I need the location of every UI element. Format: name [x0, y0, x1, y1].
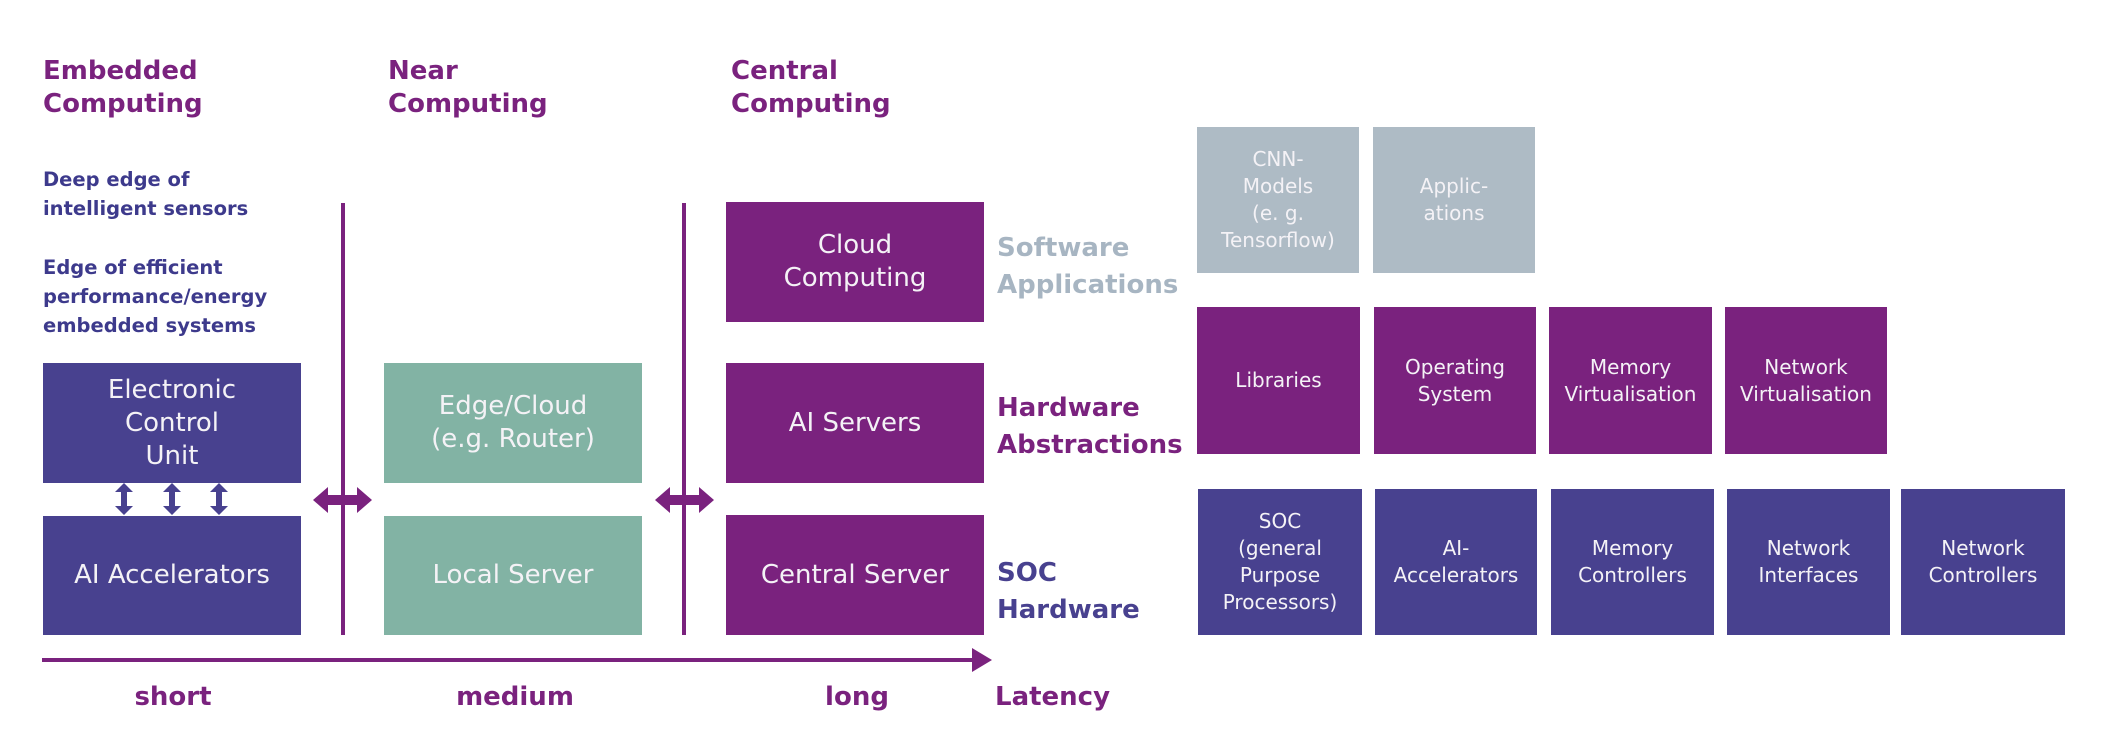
ai-servers-box: AI Servers [726, 363, 984, 483]
stack-box-label: CNN- Models (e. g. Tensorflow) [1221, 147, 1335, 252]
stack-abstraction-operating-system: Operating System [1374, 307, 1536, 454]
cloud-computing-label: Cloud Computing [783, 230, 927, 293]
embedded-computing-title: Embedded Computing [43, 56, 203, 119]
ai-servers-label: AI Servers [788, 407, 922, 438]
stack-box-label: SOC (general Purpose Processors) [1222, 509, 1338, 614]
cloud-computing-box: Cloud Computing [726, 202, 984, 322]
latency-medium: medium [456, 682, 574, 712]
stack-box-label: Libraries [1235, 368, 1322, 392]
software-applications-label: Software Applications [997, 233, 1179, 300]
latency-axis-arrow [42, 648, 992, 672]
stack-hardware-memory-controllers: Memory Controllers [1551, 489, 1714, 635]
stack-abstraction-libraries: Libraries [1197, 307, 1360, 454]
central-server-box: Central Server [726, 515, 984, 635]
stack-software-applications: Applic- ations [1373, 127, 1535, 273]
edge-cloud-label: Edge/Cloud (e.g. Router) [431, 391, 595, 454]
stack-hardware-soc: SOC (general Purpose Processors) [1198, 489, 1362, 635]
ai-accelerators-box: AI Accelerators [43, 516, 301, 635]
stack-box-label: Applic- ations [1419, 174, 1489, 225]
latency-axis-label: Latency [995, 682, 1111, 712]
separator-near-central [682, 203, 686, 635]
latency-short: short [134, 682, 212, 712]
stack-software-cnn-models: CNN- Models (e. g. Tensorflow) [1197, 127, 1359, 273]
stack-abstraction-memory-virtualisation: Memory Virtualisation [1549, 307, 1712, 454]
local-server-box: Local Server [384, 516, 642, 635]
stack-box-label: Memory Controllers [1578, 536, 1687, 587]
stack-box-label: AI- Accelerators [1393, 536, 1519, 587]
stack-box-label: Network Interfaces [1758, 536, 1859, 587]
near-computing-title: Near Computing [388, 56, 548, 119]
stack-hardware-ai-accelerators: AI- Accelerators [1375, 489, 1537, 635]
stack-box-label: Network Controllers [1928, 536, 2038, 587]
ecu-box: Electronic Control Unit [43, 363, 301, 483]
soc-hardware-label: SOC Hardware [997, 558, 1140, 625]
edge-cloud-box: Edge/Cloud (e.g. Router) [384, 363, 642, 483]
efficient-edge-note: Edge of efficient performance/energy emb… [43, 256, 268, 337]
hardware-abstractions-label: Hardware Abstractions [997, 393, 1183, 460]
local-server-label: Local Server [432, 560, 594, 590]
central-server-label: Central Server [760, 559, 950, 590]
stack-hardware-network-interfaces: Network Interfaces [1727, 489, 1890, 635]
separator-embedded-near [341, 203, 345, 635]
vertical-double-arrow-icon [210, 483, 228, 515]
vertical-double-arrow-icon [115, 483, 133, 515]
ecu-label: Electronic Control Unit [107, 374, 237, 471]
ai-accelerators-label: AI Accelerators [74, 560, 270, 590]
latency-long: long [825, 682, 889, 712]
vertical-double-arrow-icon [163, 483, 181, 515]
stack-box-label: Network Virtualisation [1740, 354, 1872, 406]
stack-hardware-network-controllers: Network Controllers [1901, 489, 2065, 635]
deep-edge-note: Deep edge of intelligent sensors [43, 168, 249, 220]
central-computing-title: Central Computing [731, 56, 891, 119]
stack-box-label: Memory Virtualisation [1564, 354, 1697, 406]
stack-box-label: Operating System [1405, 354, 1505, 406]
stack-abstraction-network-virtualisation: Network Virtualisation [1725, 307, 1887, 454]
